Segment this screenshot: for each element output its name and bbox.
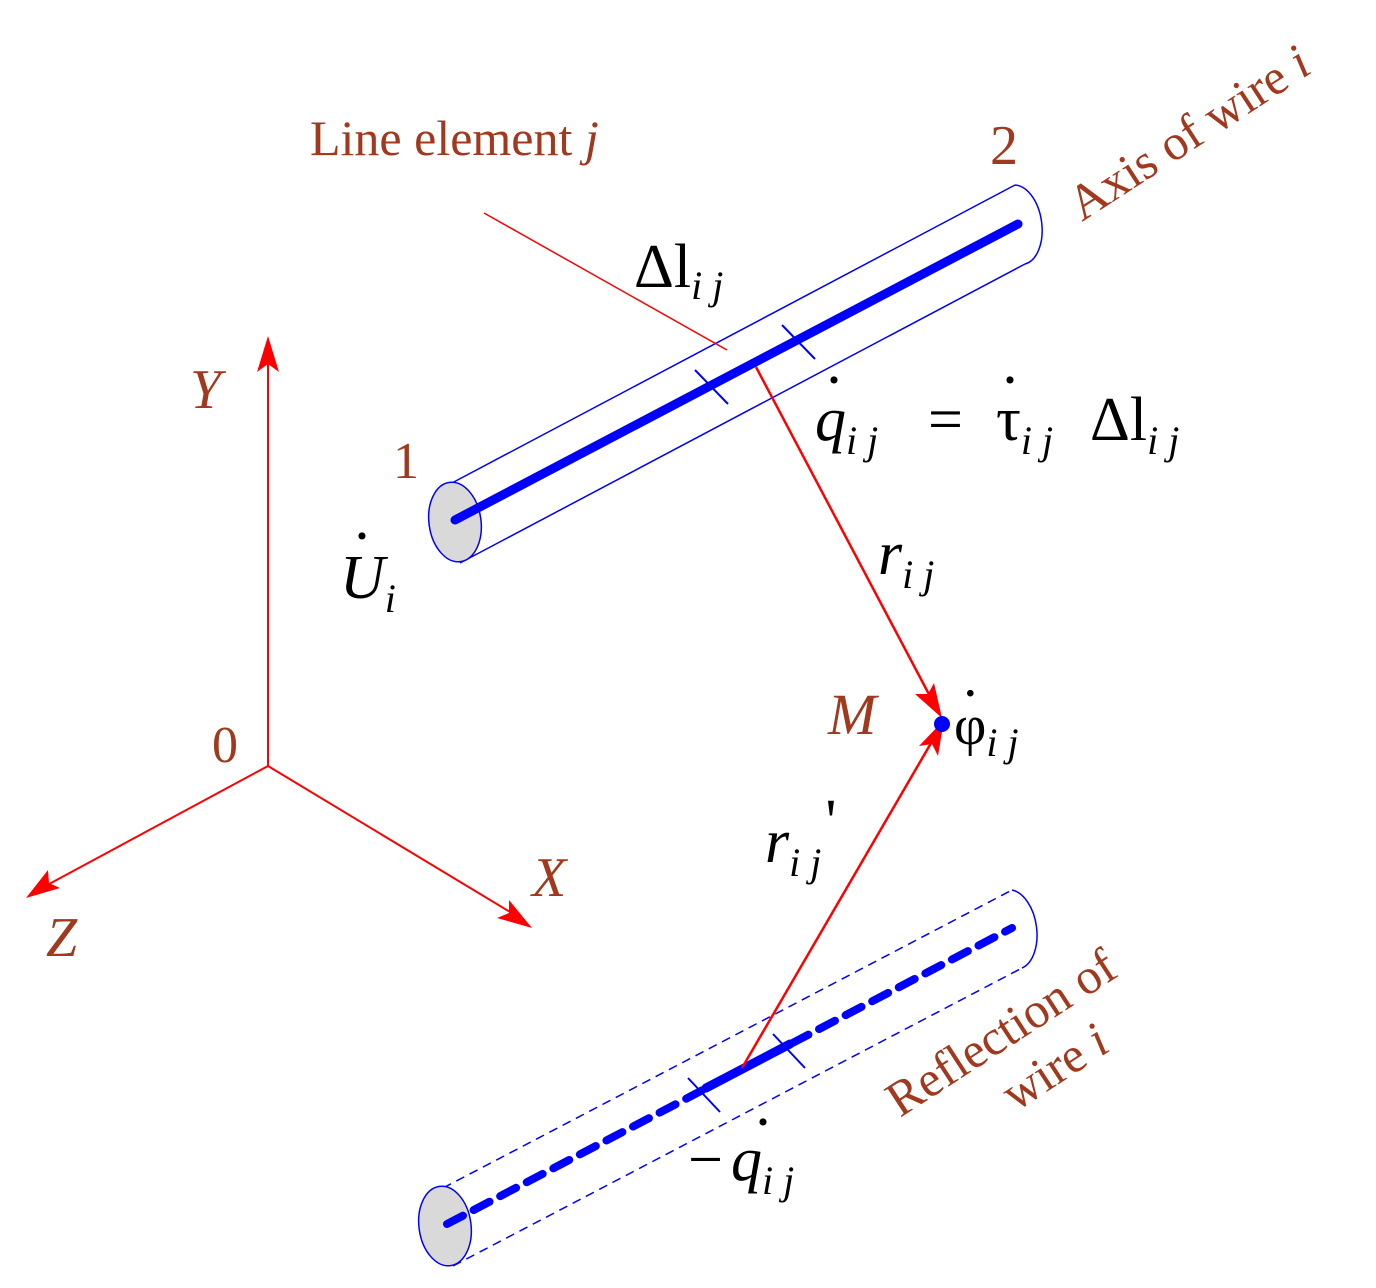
reflection-tick-2 bbox=[772, 1033, 806, 1069]
y-axis-label: Y bbox=[190, 359, 227, 421]
r-prime-vector bbox=[740, 737, 936, 1069]
r-vector-arrowhead bbox=[915, 683, 942, 718]
equals-sign: = bbox=[928, 386, 963, 454]
wire-cylinder-top-edge bbox=[449, 184, 1016, 485]
r-vector bbox=[754, 366, 934, 701]
point-m bbox=[934, 716, 950, 732]
x-axis-arrowhead bbox=[497, 900, 532, 928]
tau-symbol: τi j bbox=[996, 386, 1053, 463]
phi-dot: · bbox=[961, 663, 980, 725]
axis-of-wire-label: Axis of wire i bbox=[1057, 34, 1319, 231]
line-element-tick-1 bbox=[694, 369, 729, 405]
x-axis bbox=[267, 765, 521, 919]
distance-vectors bbox=[740, 366, 944, 1069]
reflection-label: Reflection of wire i bbox=[875, 937, 1126, 1127]
q-dot: · bbox=[824, 347, 844, 413]
origin-label: 0 bbox=[212, 717, 238, 774]
reflection-cylinder-top-edge bbox=[442, 889, 1013, 1189]
z-axis-arrowhead bbox=[26, 870, 60, 898]
u-dot: · bbox=[352, 503, 372, 569]
neg-q-dot: · bbox=[753, 1089, 773, 1155]
reflection-tick-1 bbox=[687, 1077, 721, 1113]
x-axis-label: X bbox=[530, 847, 569, 909]
line-element-leader bbox=[483, 212, 728, 351]
line-element-label: Line element j bbox=[310, 110, 599, 166]
phi-label: φi j bbox=[954, 695, 1019, 765]
wire-end-label-1: 1 bbox=[393, 433, 419, 490]
u-label: Ui bbox=[340, 544, 396, 621]
reflection-of-wire-i bbox=[417, 889, 1038, 1267]
coordinate-axes: 0 Y X Z bbox=[26, 336, 569, 969]
wire-end-label-2: 2 bbox=[990, 115, 1018, 177]
y-axis-arrowhead bbox=[257, 336, 279, 372]
delta-l-2: Δli j bbox=[1090, 386, 1179, 463]
wire-i: 1 2 bbox=[393, 115, 1043, 564]
tau-dot: · bbox=[1000, 347, 1020, 413]
r-label: ri j bbox=[878, 520, 934, 597]
wire-cylinder-bottom-edge bbox=[459, 263, 1026, 564]
charge-equation: · qi j = · τi j Δli j bbox=[815, 347, 1179, 463]
reflection-element bbox=[701, 1039, 795, 1093]
wire-end-cap-2 bbox=[1014, 184, 1043, 265]
delta-l-label: Δli j bbox=[634, 233, 723, 308]
r-prime-label: ri j' bbox=[765, 788, 837, 885]
point-m-label: M bbox=[827, 682, 879, 747]
q-symbol: qi j bbox=[815, 386, 878, 463]
z-axis bbox=[37, 765, 269, 891]
line-element-tick-2 bbox=[781, 324, 816, 360]
neg-q-label: −qi j bbox=[688, 1126, 794, 1203]
reflection-cylinder-bottom-edge bbox=[452, 967, 1023, 1267]
reflection-end-cap-2 bbox=[1011, 889, 1038, 969]
wire-axis bbox=[450, 219, 1023, 525]
z-axis-label: Z bbox=[46, 907, 78, 969]
